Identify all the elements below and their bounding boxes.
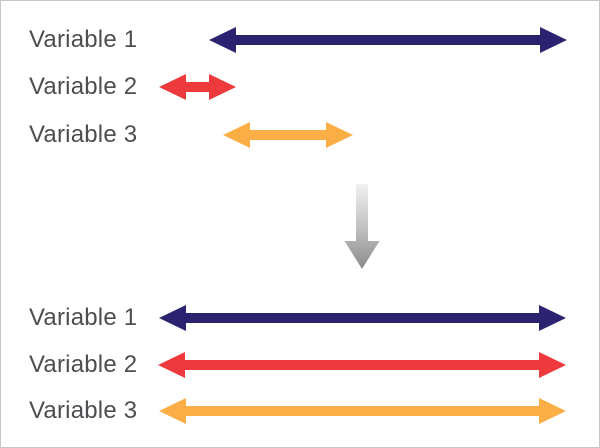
label-bottom-variable-3: Variable 3 bbox=[29, 397, 138, 424]
label-top-variable-1: Variable 1 bbox=[29, 26, 138, 53]
right-arrowhead-icon bbox=[540, 27, 567, 53]
right-arrowhead-icon bbox=[209, 74, 236, 100]
top-arrow-variable-2 bbox=[159, 74, 236, 100]
bottom-arrow-variable-2 bbox=[158, 352, 566, 378]
left-arrowhead-icon bbox=[159, 398, 186, 424]
left-arrowhead-icon bbox=[159, 305, 186, 331]
right-arrowhead-icon bbox=[539, 398, 566, 424]
right-arrowhead-icon bbox=[539, 305, 566, 331]
right-arrowhead-icon bbox=[326, 122, 353, 148]
top-arrow-variable-3 bbox=[223, 122, 353, 148]
transform-down-arrow-icon bbox=[344, 184, 380, 269]
left-arrowhead-icon bbox=[159, 74, 186, 100]
bottom-arrow-variable-3 bbox=[159, 398, 566, 424]
label-bottom-variable-2: Variable 2 bbox=[29, 351, 138, 378]
left-arrowhead-icon bbox=[223, 122, 250, 148]
label-top-variable-3: Variable 3 bbox=[29, 121, 138, 148]
top-arrow-variable-1 bbox=[209, 27, 567, 53]
right-arrowhead-icon bbox=[539, 352, 566, 378]
label-bottom-variable-1: Variable 1 bbox=[29, 304, 138, 331]
bottom-arrow-variable-1 bbox=[159, 305, 566, 331]
label-top-variable-2: Variable 2 bbox=[29, 73, 138, 100]
left-arrowhead-icon bbox=[209, 27, 236, 53]
left-arrowhead-icon bbox=[158, 352, 185, 378]
